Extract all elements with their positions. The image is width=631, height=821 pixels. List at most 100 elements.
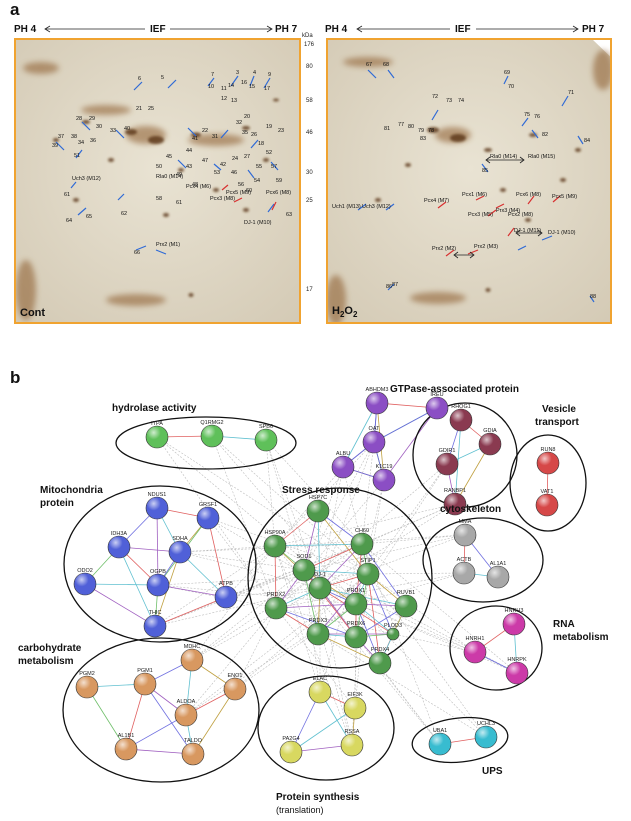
svg-text:66: 66	[134, 250, 140, 256]
svg-text:26: 26	[251, 132, 257, 138]
svg-text:Pcx5 (M9): Pcx5 (M9)	[226, 190, 251, 196]
svg-text:DJ-1 (M10): DJ-1 (M10)	[244, 220, 272, 226]
svg-text:17: 17	[264, 86, 270, 92]
protein-node-label: ITPA	[151, 421, 163, 427]
svg-text:Prx2 (M2): Prx2 (M2)	[432, 246, 456, 252]
network-edge	[342, 466, 363, 545]
ief-arrows	[44, 25, 579, 33]
network-edge	[367, 573, 476, 653]
ief-label-2: IEF	[455, 24, 471, 35]
node-shine	[429, 733, 451, 755]
rna-label-2: metabolism	[553, 632, 609, 643]
ups-label: UPS	[482, 766, 503, 777]
protein-node-label: PLOD3	[384, 623, 402, 629]
protein-node-label: HNRH3	[505, 608, 524, 614]
protein-node-label: OGPB	[150, 569, 166, 575]
svg-text:40: 40	[124, 126, 130, 132]
svg-text:Pcx4 (M6): Pcx4 (M6)	[186, 184, 211, 190]
network-edge	[342, 402, 378, 468]
network-edge	[303, 466, 344, 571]
node-shine	[76, 676, 98, 698]
svg-text:79: 79	[418, 128, 424, 134]
node-shine	[309, 577, 331, 599]
svg-text:69: 69	[504, 70, 510, 76]
protein-node-label: IREU	[430, 392, 443, 398]
svg-text:71: 71	[568, 90, 574, 96]
stress-label: Stress response	[282, 485, 360, 496]
svg-text:5: 5	[161, 75, 164, 81]
node-shine	[373, 469, 395, 491]
network-edge	[303, 503, 456, 571]
svg-text:Pcx3 (M5): Pcx3 (M5)	[468, 212, 493, 218]
cyto-label: cytoskeleton	[440, 504, 501, 515]
network-edge	[367, 479, 385, 575]
svg-text:7: 7	[211, 72, 214, 78]
svg-text:Pcx3 (M8): Pcx3 (M8)	[210, 196, 235, 202]
node-shine	[444, 493, 466, 515]
svg-text:51: 51	[74, 153, 80, 159]
network-edge	[211, 435, 277, 609]
network-edge	[84, 583, 156, 627]
svg-text:Pcx2 (M8): Pcx2 (M8)	[508, 212, 533, 218]
network-edge	[157, 584, 227, 598]
svg-text:85: 85	[482, 168, 488, 174]
network-edge	[275, 607, 356, 709]
network-edge	[319, 543, 363, 693]
svg-text:42: 42	[220, 162, 226, 168]
svg-text:21: 21	[136, 106, 142, 112]
network-edge	[157, 584, 357, 605]
network-edge	[154, 545, 276, 627]
network-edge	[317, 510, 321, 589]
svg-text:56: 56	[238, 182, 244, 188]
network-edge	[355, 603, 476, 653]
protein-node-label: ABHDM3	[366, 387, 389, 393]
panel-b-letter: b	[10, 368, 21, 387]
node-shine	[387, 628, 399, 640]
protein-node-label: PRDX1	[347, 588, 365, 594]
protein-node-label: TALDO	[184, 738, 203, 744]
protein-node-label: ALDOA	[177, 699, 196, 705]
svg-text:12: 12	[221, 96, 227, 102]
svg-text:84: 84	[584, 138, 590, 144]
svg-text:63: 63	[286, 212, 292, 218]
svg-text:43: 43	[186, 164, 192, 170]
svg-text:81: 81	[384, 126, 390, 132]
svg-text:36: 36	[90, 138, 96, 144]
svg-text:33: 33	[110, 128, 116, 134]
node-shine	[197, 507, 219, 529]
svg-text:80: 80	[408, 124, 414, 130]
svg-text:45: 45	[166, 154, 172, 160]
svg-text:54: 54	[254, 178, 260, 184]
svg-text:23: 23	[278, 128, 284, 134]
protein-node-label: PGM1	[137, 668, 153, 674]
network-edge	[275, 463, 448, 609]
svg-text:24: 24	[232, 156, 238, 162]
node-shine	[201, 425, 223, 447]
network-edge	[319, 534, 466, 589]
svg-text:74: 74	[458, 98, 464, 104]
node-shine	[345, 626, 367, 648]
network-edge	[179, 545, 276, 553]
network-edge	[454, 443, 491, 505]
svg-text:46: 46	[231, 170, 237, 176]
protein-node-label: RSSA	[345, 729, 360, 735]
node-shine	[453, 562, 475, 584]
protein-node-label: ELAC	[313, 676, 327, 682]
gtpase-label: GTPase-associated protein	[390, 384, 519, 395]
protein-node-label: AL1B1	[118, 733, 135, 739]
mw-25: 25	[306, 198, 313, 204]
protein-node-label: GDIA	[483, 428, 497, 434]
control-spot-labels	[55, 75, 279, 255]
svg-text:Pcx5 (M9): Pcx5 (M9)	[552, 194, 577, 200]
svg-text:76: 76	[534, 114, 540, 120]
ph-left-label: PH 4	[14, 24, 37, 35]
network-edge	[118, 546, 156, 627]
translation-cluster-outline	[257, 675, 395, 781]
protein-node-label: PRDX3	[309, 618, 327, 624]
network-edge	[373, 407, 438, 443]
protein-node-label: PRDX4	[371, 647, 389, 653]
svg-text:15: 15	[249, 84, 255, 90]
svg-text:78: 78	[428, 128, 434, 134]
svg-text:Pcx6 (M8): Pcx6 (M8)	[516, 192, 541, 198]
svg-text:44: 44	[186, 148, 192, 154]
